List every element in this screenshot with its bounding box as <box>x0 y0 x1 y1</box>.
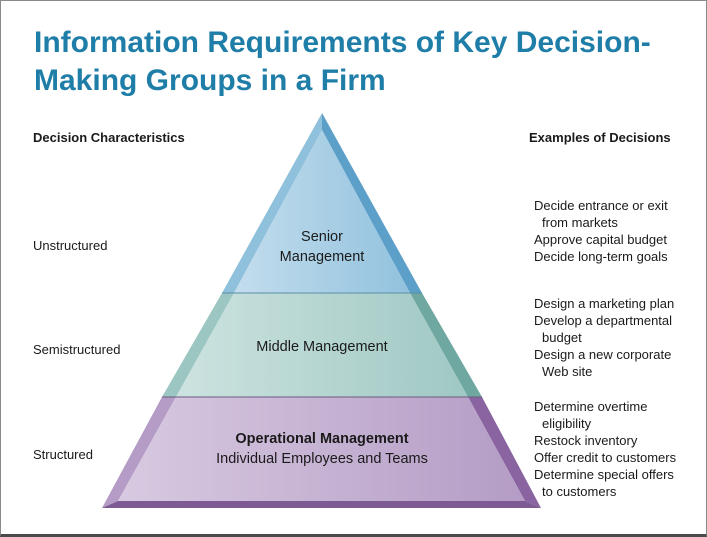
senior-face <box>234 130 410 293</box>
operational-right-bevel <box>468 397 541 508</box>
operational-left-bevel <box>102 397 176 508</box>
operational-face <box>118 397 525 501</box>
example-item: Decide entrance or exit <box>534 198 668 213</box>
example-item: Decide long-term goals <box>534 249 668 264</box>
senior-label-line-1: Senior <box>301 229 343 245</box>
example-item: Restock inventory <box>534 433 638 448</box>
example-item: Design a marketing plan <box>534 296 675 311</box>
middle-management-tier <box>162 293 482 397</box>
operational-management-label: Operational Management Individual Employ… <box>172 429 472 469</box>
example-item-continuation: Web site <box>542 364 593 379</box>
example-item: Design a new corporate <box>534 347 672 362</box>
senior-management-tier <box>222 113 422 293</box>
operational-title: Operational Management <box>235 431 409 447</box>
example-item: Determine special offers <box>534 467 674 482</box>
characteristic-semistructured: Semistructured <box>33 342 121 357</box>
examples-of-decisions-heading: Examples of Decisions <box>529 130 671 145</box>
operational-bottom-bevel <box>102 501 541 508</box>
characteristic-unstructured: Unstructured <box>33 238 108 253</box>
example-item-continuation: eligibility <box>542 416 592 431</box>
example-item: Determine overtime <box>534 399 648 414</box>
middle-left-bevel <box>162 293 234 397</box>
senior-decision-examples: Decide entrance or exit from markets App… <box>534 197 668 265</box>
operational-management-tier <box>102 397 541 508</box>
title-line-2: Making Groups in a Firm <box>34 64 386 97</box>
senior-right-bevel <box>322 113 422 293</box>
example-item: Offer credit to customers <box>534 450 677 465</box>
senior-management-label: Senior Management <box>262 227 382 267</box>
middle-decision-examples: Design a marketing plan Develop a depart… <box>534 295 674 380</box>
senior-left-bevel <box>222 113 322 293</box>
example-item: Develop a departmental <box>534 313 673 328</box>
characteristic-structured: Structured <box>33 447 93 462</box>
page-title: Information Requirements of Key Decision… <box>34 24 694 100</box>
title-line-1: Information Requirements of Key Decision… <box>34 26 651 59</box>
operational-subtitle: Individual Employees and Teams <box>216 451 428 467</box>
middle-management-label: Middle Management <box>256 339 388 355</box>
decision-characteristics-heading: Decision Characteristics <box>33 130 185 145</box>
example-item-continuation: to customers <box>542 484 617 499</box>
operational-decision-examples: Determine overtime eligibility Restock i… <box>534 398 676 500</box>
example-item-continuation: budget <box>542 330 582 345</box>
example-item: Approve capital budget <box>534 232 667 247</box>
middle-face <box>176 293 468 397</box>
example-item-continuation: from markets <box>542 215 618 230</box>
middle-right-bevel <box>410 293 482 397</box>
senior-label-line-2: Management <box>279 249 365 265</box>
